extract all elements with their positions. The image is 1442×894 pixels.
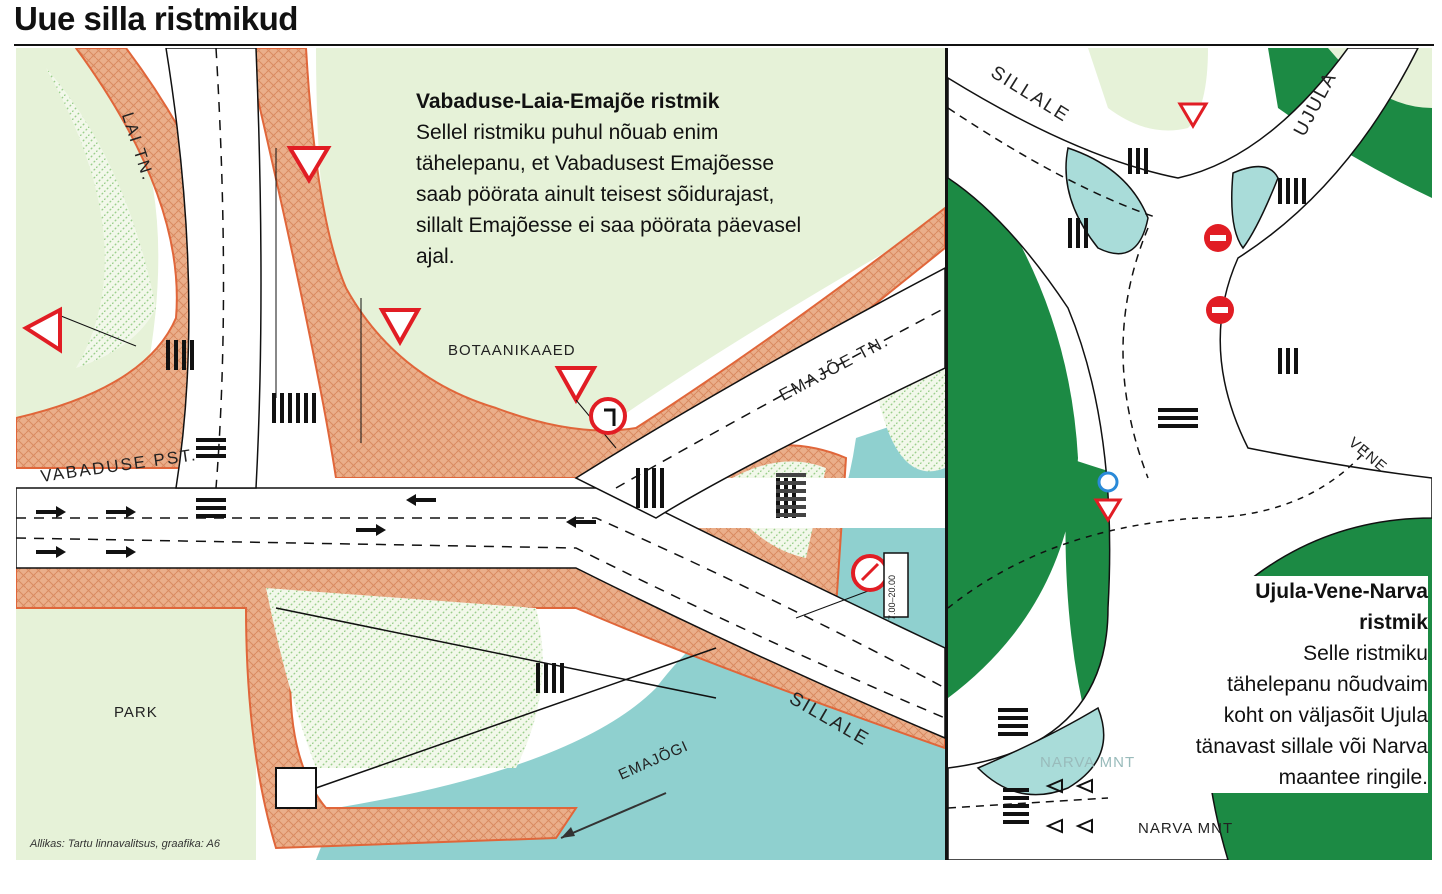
left-info-text: Sellel ristmiku puhul nõuab enim tähelep… xyxy=(416,121,802,268)
right-lane-4 xyxy=(948,447,1369,609)
right-sign-yield-1 xyxy=(1177,102,1209,129)
lane-marking-3 xyxy=(615,307,945,489)
right-lane-1 xyxy=(948,107,1159,219)
right-crosswalks xyxy=(998,148,1306,824)
river-water xyxy=(316,408,945,860)
label-botaanikaaed: BOTAANIKAAED xyxy=(448,342,576,359)
traffic-island-2 xyxy=(1231,165,1279,250)
label-narva-bottom: NARVA MNT xyxy=(1138,820,1234,837)
green-area-botanical xyxy=(316,48,945,448)
stairs xyxy=(776,473,806,517)
left-map-drawing xyxy=(16,48,945,860)
sign-yield-3 xyxy=(22,306,137,354)
green-west xyxy=(948,138,1078,698)
right-info-heading-1: Ujula-Vene-Narva xyxy=(1255,580,1428,603)
page-title: Uue silla ristmikud xyxy=(14,0,298,37)
traffic-island-3 xyxy=(976,706,1105,796)
lane-arrows xyxy=(36,494,596,558)
bridge-line xyxy=(275,607,717,789)
title-rule xyxy=(14,44,1434,46)
green-north xyxy=(1088,48,1208,131)
sign-no-turn-timed xyxy=(795,552,909,619)
right-sign-no-entry-1-bar xyxy=(1210,235,1226,241)
left-info-box: Vabaduse-Laia-Emajõe ristmik Sellel rist… xyxy=(416,86,816,272)
green-area-park xyxy=(16,568,256,860)
right-sign-yield-2 xyxy=(1093,498,1123,523)
right-lane-3 xyxy=(948,797,1109,809)
sign-no-left-turn xyxy=(589,397,627,435)
river-flow-arrow xyxy=(560,792,667,839)
lane-marking-1 xyxy=(16,517,945,689)
sign-yield-1 xyxy=(275,146,332,398)
label-park: PARK xyxy=(114,704,158,721)
hatched-green-park xyxy=(266,588,543,768)
road-sillale xyxy=(16,487,945,739)
right-info-box: Ujula-Vene-Narva ristmik Selle ristmiku … xyxy=(1194,576,1428,793)
lane-marking-4 xyxy=(215,48,225,489)
sign-yield-2 xyxy=(360,298,422,443)
map-divider xyxy=(945,48,948,860)
pier xyxy=(275,767,317,809)
right-lane-2 xyxy=(1122,227,1149,479)
river-flow-arrowhead xyxy=(561,827,575,838)
right-info-heading-2: ristmik xyxy=(1359,611,1428,634)
right-info-text: Selle ristmiku tähelepanu nõudvaim koht … xyxy=(1195,642,1428,789)
lane-marking-2 xyxy=(16,537,945,719)
sign-time-label: 7.00–20.00 xyxy=(887,574,897,620)
right-sign-no-entry-2-bar xyxy=(1212,307,1228,313)
left-info-heading: Vabaduse-Laia-Emajõe ristmik xyxy=(416,90,720,113)
right-sign-roundabout xyxy=(1097,471,1119,493)
credit: Allikas: Tartu linnavalitsus, graafika: … xyxy=(30,838,220,850)
hatched-green-1 xyxy=(46,68,156,368)
left-map: LAI TN. VABADUSE PST. BOTAANIKAAED EMAJÕ… xyxy=(16,48,945,860)
right-map: SILLALE UJULA VENE NARVA MNT NARVA MNT U… xyxy=(948,48,1432,860)
yield-markings xyxy=(1045,778,1093,834)
road-emajoe xyxy=(574,267,945,519)
label-narva-top: NARVA MNT xyxy=(1040,754,1136,771)
